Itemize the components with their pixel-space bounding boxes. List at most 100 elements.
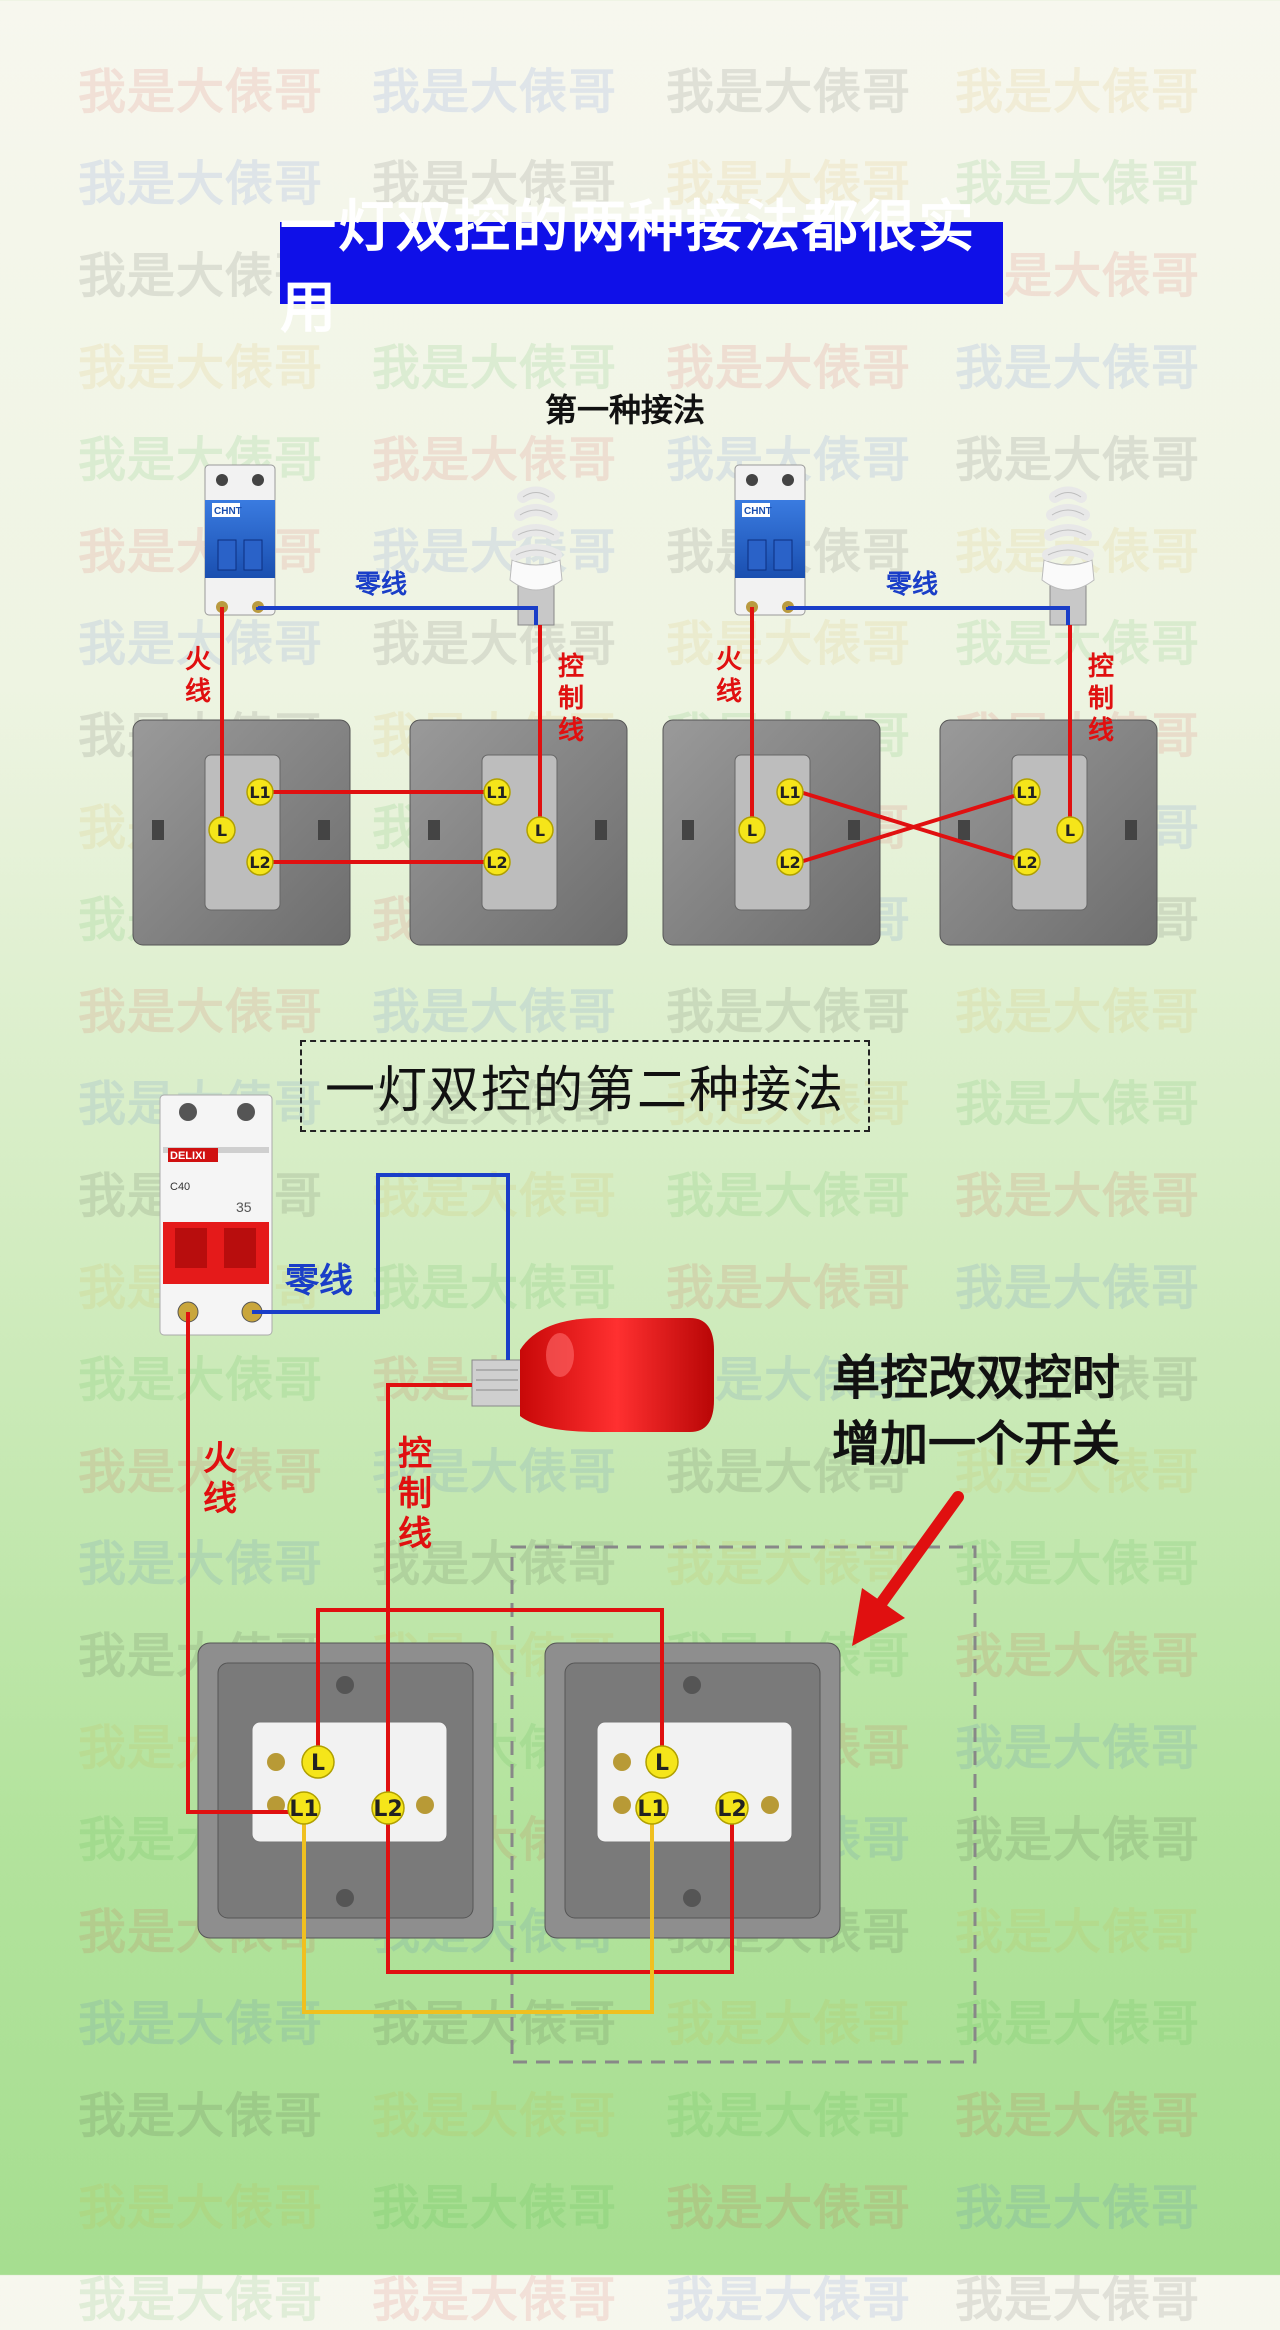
terminal-l1-dot	[1013, 778, 1041, 806]
terminal-l2: L2	[371, 1791, 405, 1825]
terminal-l2-label: L2	[249, 853, 270, 872]
delixi-model-text: C40	[170, 1181, 190, 1193]
terminal-l1-label: L1	[637, 1797, 666, 1822]
terminal-l-label: L	[217, 821, 227, 840]
terminal-l2-label: L2	[1016, 853, 1037, 872]
terminal-l2: L2	[776, 848, 804, 876]
cfl-bulb-left	[509, 486, 563, 626]
label-live-m2-char: 火	[203, 1439, 237, 1479]
label-control-m1-left-char: 线	[558, 716, 584, 746]
terminal-l: L	[1056, 816, 1084, 844]
label-neutral-m1-left: 零线	[355, 570, 407, 600]
switch-plate-m1-right-a	[662, 719, 881, 946]
label-neutral-m1-right: 零线	[886, 570, 938, 600]
terminal-l1: L1	[1013, 778, 1041, 806]
terminal-l-label: L	[747, 821, 757, 840]
terminal-l-label: L	[655, 1751, 669, 1776]
delixi-brand-text: DELIXI	[170, 1150, 205, 1162]
terminal-l2-label: L2	[779, 853, 800, 872]
terminal-l-dot	[208, 816, 236, 844]
terminal-l1-dot	[287, 1791, 321, 1825]
terminal-l-dot	[1056, 816, 1084, 844]
terminal-l2: L2	[246, 848, 274, 876]
breaker-brand-text: CHNT	[744, 506, 772, 517]
label-control-m2-char: 制	[398, 1474, 432, 1514]
terminal-l1: L1	[287, 1791, 321, 1825]
terminal-l1-dot	[246, 778, 274, 806]
terminal-l2-label: L2	[486, 853, 507, 872]
terminal-l: L	[645, 1745, 679, 1779]
method1-right-wires	[750, 606, 1072, 864]
terminal-l2-label: L2	[717, 1797, 746, 1822]
method2-heading: 一灯双控的第二种接法	[300, 1040, 870, 1132]
terminal-l2: L2	[1013, 848, 1041, 876]
terminal-l1-label: L1	[249, 783, 270, 802]
terminal-l: L	[526, 816, 554, 844]
method2-group: DELIXI C40 35	[159, 1094, 977, 2064]
terminal-l2-dot	[371, 1791, 405, 1825]
cfl-bulb-right	[1041, 486, 1095, 626]
terminal-l2-dot	[246, 848, 274, 876]
delixi-number-text: 35	[236, 1199, 252, 1215]
terminal-l2-dot	[483, 848, 511, 876]
terminal-l2-dot	[776, 848, 804, 876]
terminal-l1-label: L1	[779, 783, 800, 802]
label-live-m2: 火线	[203, 1439, 237, 1519]
label-live-m2-char: 线	[203, 1479, 237, 1519]
switch-plate-m1-left-b	[409, 719, 628, 946]
red-led-bulb	[471, 1318, 714, 1432]
label-control-m1-left: 控制线	[558, 652, 584, 746]
terminal-l2-dot	[1013, 848, 1041, 876]
terminal-l1: L1	[246, 778, 274, 806]
switch-plate-m1-right-b	[939, 719, 1158, 946]
terminal-l2-dot	[715, 1791, 749, 1825]
terminal-l1-label: L1	[289, 1797, 318, 1822]
terminal-l2: L2	[483, 848, 511, 876]
terminal-l1-label: L1	[1016, 783, 1037, 802]
breaker-delixi: DELIXI C40 35	[159, 1094, 273, 1336]
terminal-l-dot	[738, 816, 766, 844]
terminal-l2-label: L2	[373, 1797, 402, 1822]
label-control-m1-right-char: 制	[1088, 684, 1114, 714]
label-live-m1-right-char: 线	[716, 677, 742, 707]
terminal-l1-dot	[483, 778, 511, 806]
switch-plate-m2-a	[197, 1642, 494, 1939]
terminal-l1-dot	[635, 1791, 669, 1825]
note-line-1: 单控改双控时	[832, 1350, 1121, 1406]
label-live-m1-left: 火线	[185, 645, 211, 707]
terminal-l: L	[208, 816, 236, 844]
terminal-l-dot	[645, 1745, 679, 1779]
label-live-m1-right: 火线	[716, 645, 742, 707]
terminal-l: L	[738, 816, 766, 844]
label-control-m2-char: 控	[398, 1434, 432, 1474]
label-control-m1-right: 控制线	[1088, 652, 1114, 746]
wiring-diagram: CHNT	[132, 464, 1158, 2064]
label-live-m1-right-char: 火	[716, 645, 742, 675]
terminal-l1: L1	[635, 1791, 669, 1825]
breaker-chnt-left: CHNT	[204, 464, 276, 616]
terminal-l-dot	[526, 816, 554, 844]
switch-plate-m2-b	[544, 1642, 841, 1939]
label-control-m1-left-char: 制	[558, 684, 584, 714]
terminal-l1-dot	[776, 778, 804, 806]
label-control-m2-char: 线	[398, 1514, 432, 1554]
label-control-m2: 控制线	[398, 1434, 432, 1554]
terminal-l1-label: L1	[486, 783, 507, 802]
terminal-l1: L1	[776, 778, 804, 806]
label-live-m1-left-char: 火	[185, 645, 211, 675]
terminal-l-label: L	[311, 1751, 325, 1776]
switch-plate-m1-left-a	[132, 719, 351, 946]
label-control-m1-left-char: 控	[558, 652, 584, 682]
terminal-l-label: L	[1065, 821, 1075, 840]
label-control-m1-right-char: 线	[1088, 716, 1114, 746]
terminal-l1: L1	[483, 778, 511, 806]
method1-heading: 第一种接法	[544, 391, 705, 429]
terminal-l2: L2	[715, 1791, 749, 1825]
breaker-chnt-right: CHNT	[734, 464, 806, 616]
label-control-m1-right-char: 控	[1088, 652, 1114, 682]
method1-left-wires	[220, 606, 542, 864]
new-switch-dashed-frame	[510, 1545, 977, 2064]
note-line-2: 增加一个开关	[832, 1416, 1121, 1472]
terminal-l: L	[301, 1745, 335, 1779]
method2-note: 单控改双控时 增加一个开关	[832, 1345, 1172, 1477]
